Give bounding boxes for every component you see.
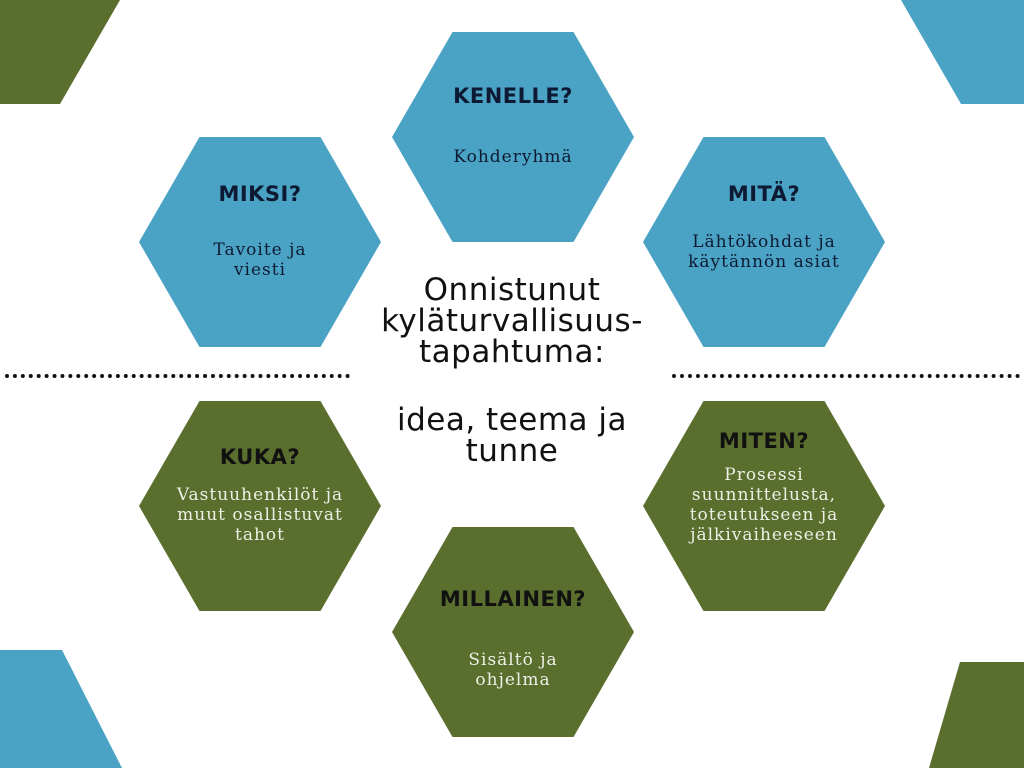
hex-kuka: KUKA? Vastuuhenkilöt ja muut osallistuva… — [139, 401, 381, 611]
hex-kuka-title: KUKA? — [219, 445, 301, 469]
hex-mita: MITÄ? Lähtökohdat ja käytännön asiat — [643, 137, 885, 347]
hex-millainen-title: MILLAINEN? — [439, 587, 587, 611]
hex-miksi: MIKSI? Tavoite ja viesti — [139, 137, 381, 347]
corner-shape-bottom-right — [929, 662, 1024, 768]
hex-mita-title: MITÄ? — [727, 182, 801, 206]
hex-kenelle-title: KENELLE? — [453, 84, 573, 108]
corner-shape-top-left — [0, 0, 120, 104]
center-subtitle: idea, teema ja tunne — [396, 402, 628, 469]
center-title: Onnistunut kyläturvallisuus-tapahtuma: — [381, 272, 643, 370]
hex-kuka-text: Vastuuhenkilöt ja muut osallistuvat taho… — [176, 485, 344, 545]
hex-miten-text: Prosessi suunnittelusta, toteutukseen ja… — [689, 465, 839, 545]
hex-millainen-text: Sisältö ja ohjelma — [468, 650, 558, 690]
hex-millainen: MILLAINEN? Sisältö ja ohjelma — [392, 527, 634, 737]
dotted-divider-left — [5, 374, 350, 378]
dotted-divider-right — [672, 374, 1020, 378]
hex-miksi-title: MIKSI? — [218, 182, 302, 206]
hex-miksi-text: Tavoite ja viesti — [213, 240, 307, 280]
hex-miten-title: MITEN? — [718, 429, 810, 453]
corner-shape-bottom-left — [0, 650, 122, 768]
hex-mita-text: Lähtökohdat ja käytännön asiat — [688, 232, 840, 272]
hex-kenelle: KENELLE? Kohderyhmä — [392, 32, 634, 242]
hex-kenelle-text: Kohderyhmä — [453, 147, 573, 167]
hex-miten: MITEN? Prosessi suunnittelusta, toteutuk… — [643, 401, 885, 611]
corner-shape-top-right — [901, 0, 1024, 104]
